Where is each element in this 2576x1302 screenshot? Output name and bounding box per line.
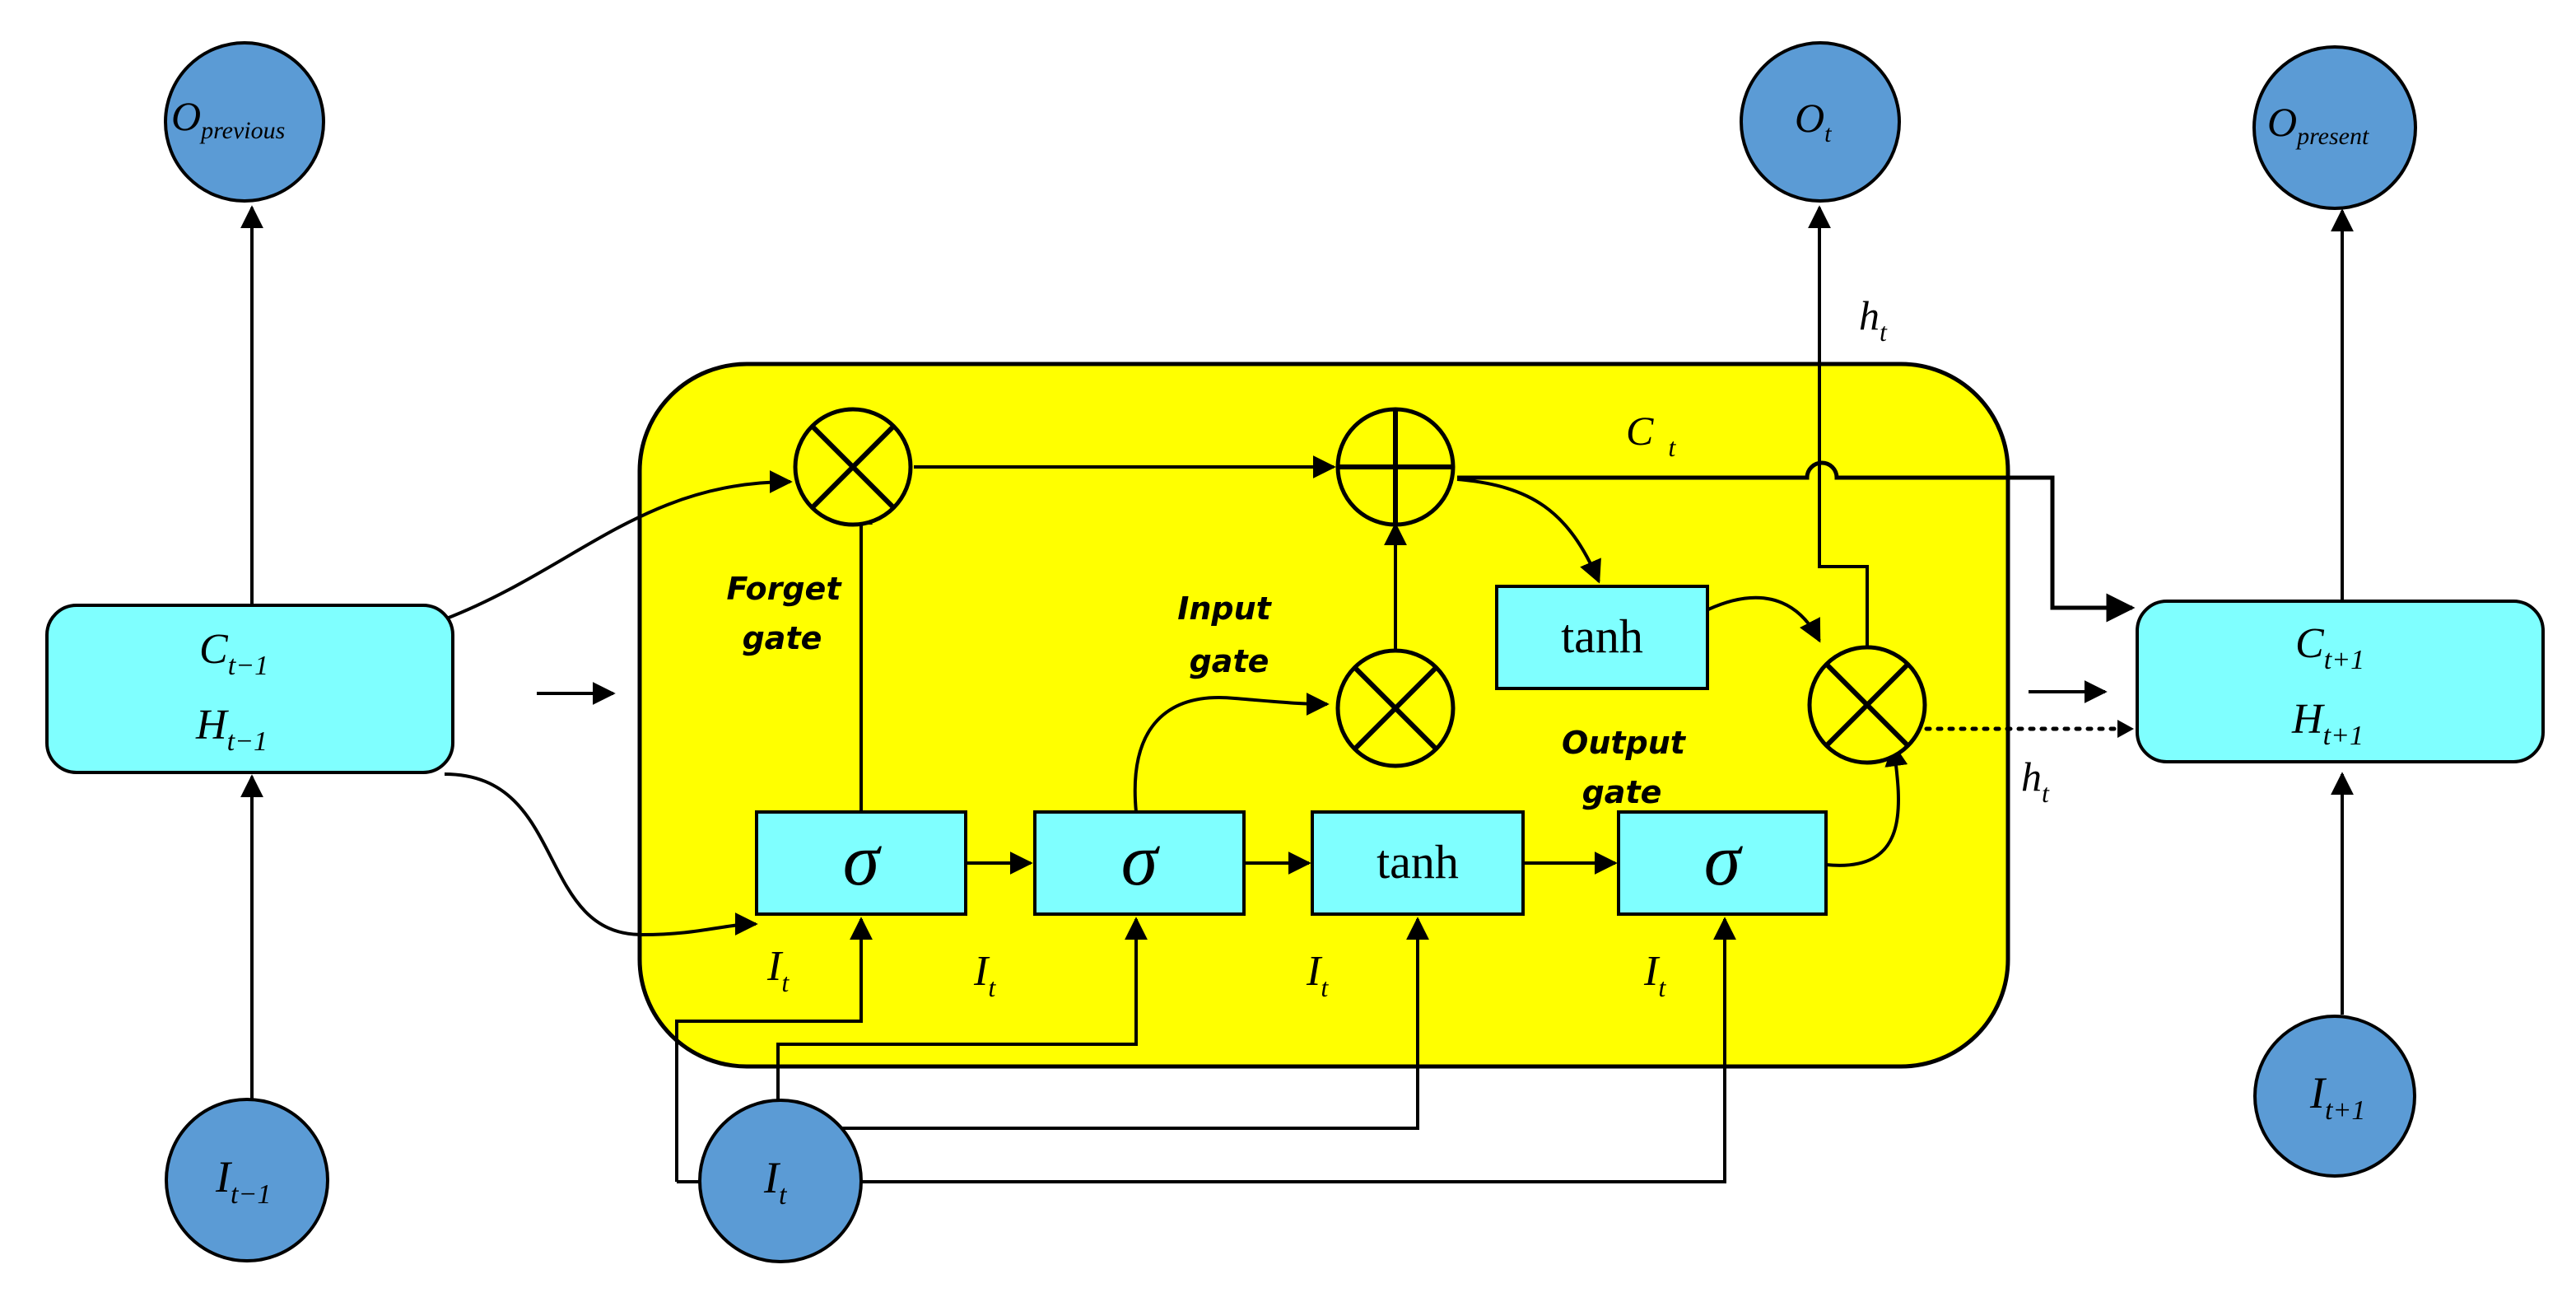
input-multiply-icon — [1335, 648, 1456, 768]
curve-sigma3-to-outmult — [1825, 743, 1908, 867]
curve-tanh-to-outmult — [1707, 595, 1821, 643]
plus-icon — [1335, 407, 1456, 527]
node-o-t-sub: t — [1824, 120, 1832, 147]
node-o-present-sub: present — [2295, 123, 2369, 150]
gate-sigma-3-label: σ — [1704, 819, 1744, 901]
node-i-prev-sub: t−1 — [231, 1179, 271, 1210]
state-next-h: Ht+1 — [2291, 696, 2364, 751]
line-ct-to-next — [1457, 460, 2136, 623]
gate-tanh-1-label: tanh — [1377, 835, 1459, 889]
wire-it-to-sigma2 — [776, 917, 1148, 1102]
label-it-4-main: I — [1643, 948, 1661, 995]
label-it-4: It — [1643, 948, 1666, 1002]
node-o-previous — [164, 41, 325, 203]
node-i-next-main: I — [2309, 1068, 2327, 1118]
state-next-c-sub: t+1 — [2324, 645, 2364, 675]
label-ht-right-main: h — [2021, 754, 2042, 800]
state-box-prev — [45, 604, 454, 774]
state-prev-h-main: H — [195, 702, 229, 749]
label-ct-main: C — [1626, 408, 1654, 454]
gate-sigma-1-label: σ — [843, 819, 883, 901]
node-i-prev — [165, 1098, 329, 1262]
node-i-next-label: It+1 — [2309, 1068, 2365, 1126]
wire-it-to-tanh1 — [838, 917, 1429, 1130]
input-gate-label-2: gate — [1190, 643, 1269, 679]
node-i-t-sub: t — [779, 1180, 788, 1211]
label-ht-top-sub: t — [1880, 317, 1888, 347]
dotted-arrowhead — [2117, 720, 2134, 738]
node-o-present-label: Opresent — [2267, 99, 2369, 150]
node-i-t — [698, 1099, 863, 1263]
gate-tanh-2 — [1495, 585, 1709, 690]
node-o-t-main: O — [1795, 95, 1824, 141]
node-o-present-main: O — [2267, 99, 2297, 145]
output-gate-label-2: gate — [1582, 774, 1662, 810]
label-it-2-main: I — [973, 948, 990, 995]
state-next-h-main: H — [2291, 696, 2325, 743]
node-o-previous-sub: previous — [199, 117, 285, 144]
curve-c-to-forget — [444, 470, 793, 621]
label-ct-sub: t — [1668, 432, 1676, 462]
node-i-t-label: It — [763, 1153, 788, 1211]
label-it-1: It — [766, 943, 790, 997]
gate-tanh-2-label: tanh — [1561, 609, 1643, 663]
wire-it-to-sigma3 — [860, 917, 1736, 1183]
curve-sigma2-to-inputmult — [1133, 692, 1330, 813]
label-it-3: It — [1306, 948, 1329, 1002]
node-o-t-label: Ot — [1795, 95, 1832, 147]
gate-sigma-1 — [755, 810, 967, 916]
curve-h-to-sigma1 — [444, 772, 758, 937]
label-it-3-sub: t — [1321, 973, 1329, 1002]
state-next-c-main: C — [2295, 620, 2325, 667]
state-prev-h: Ht−1 — [195, 702, 268, 757]
wire-it-to-sigma1 — [675, 917, 873, 1182]
state-prev-h-sub: t−1 — [227, 726, 268, 757]
state-next-c: Ct+1 — [2295, 620, 2364, 675]
gate-sigma-3 — [1617, 810, 1828, 916]
state-prev-c-main: C — [199, 626, 229, 673]
gate-sigma-2-label: σ — [1121, 819, 1161, 901]
forget-gate-label-2: gate — [743, 620, 822, 656]
output-gate-label-1: Output — [1562, 725, 1687, 761]
node-i-prev-main: I — [215, 1152, 233, 1202]
node-i-next — [2253, 1015, 2416, 1178]
state-box-next — [2136, 600, 2545, 763]
label-ht-top: ht — [1859, 292, 1888, 347]
label-ht-right: ht — [2021, 754, 2050, 808]
gate-sigma-2 — [1033, 810, 1246, 916]
forget-multiply-icon — [793, 407, 913, 527]
line-outmult-to-ot — [1808, 205, 1869, 647]
label-it-2: It — [973, 948, 996, 1002]
node-i-next-sub: t+1 — [2325, 1095, 2365, 1126]
state-prev-c-sub: t−1 — [228, 651, 268, 681]
node-o-previous-main: O — [171, 93, 201, 139]
label-it-2-sub: t — [988, 973, 996, 1002]
gate-tanh-1 — [1311, 810, 1525, 916]
state-prev-c: Ct−1 — [199, 626, 268, 681]
node-o-previous-label: Oprevious — [171, 93, 285, 144]
node-o-t — [1740, 41, 1901, 203]
forget-gate-label-1: Forget — [727, 571, 843, 607]
label-ht-top-main: h — [1859, 292, 1880, 338]
label-it-1-sub: t — [781, 968, 790, 997]
label-ht-right-sub: t — [2042, 778, 2050, 808]
curve-plus-to-tanh — [1456, 478, 1601, 584]
label-it-4-sub: t — [1658, 973, 1666, 1002]
node-i-prev-label: It−1 — [215, 1152, 271, 1210]
input-gate-label-1: Input — [1177, 590, 1272, 627]
label-it-3-main: I — [1306, 948, 1323, 995]
output-multiply-icon — [1807, 645, 1927, 765]
label-it-1-main: I — [766, 943, 784, 990]
state-next-h-sub: t+1 — [2323, 721, 2364, 751]
node-o-present — [2252, 45, 2417, 210]
node-i-t-main: I — [763, 1153, 781, 1202]
